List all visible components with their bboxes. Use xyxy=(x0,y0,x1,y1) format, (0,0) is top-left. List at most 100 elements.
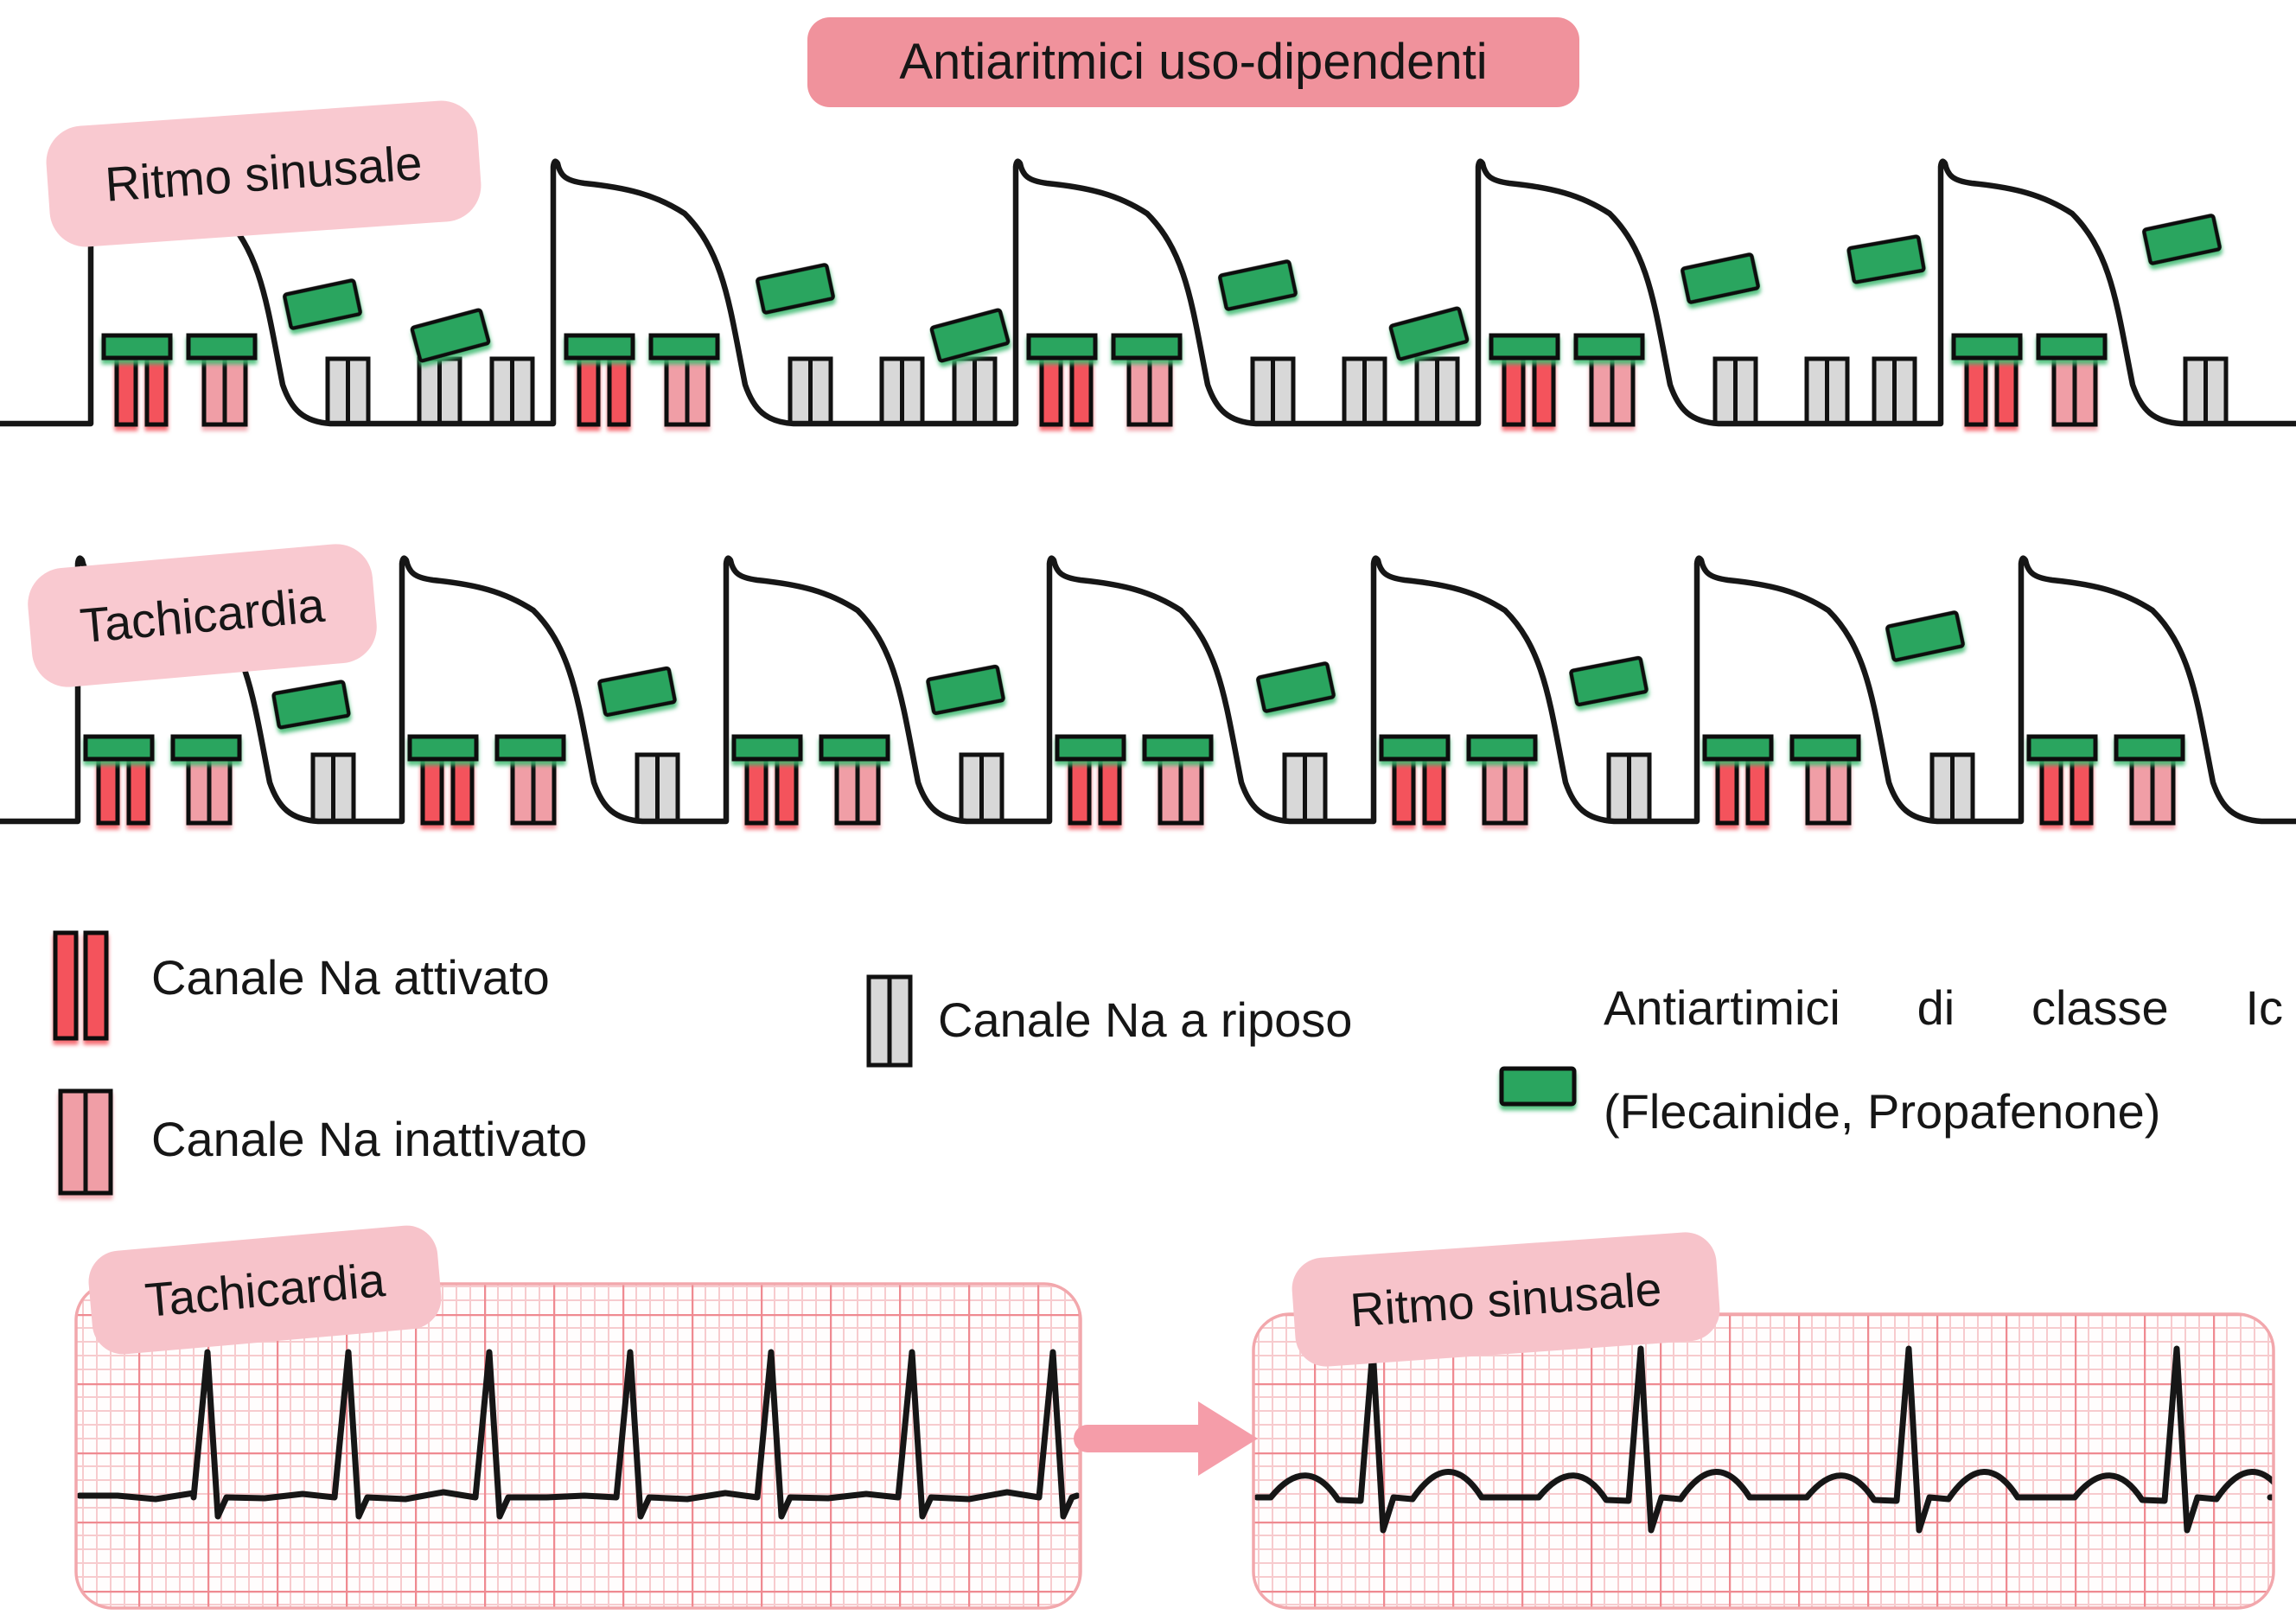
drug-block-cap-icon xyxy=(1379,734,1451,762)
na-channel-active-blocked xyxy=(1379,734,1451,826)
na-channel-resting-icon xyxy=(959,752,1004,824)
drug-block-cap-icon xyxy=(564,333,635,361)
drug-block-cap-icon xyxy=(2036,333,2108,361)
drug-block-cap-icon xyxy=(2114,734,2185,762)
na-channel-resting-icon xyxy=(1872,356,1917,426)
class-ic-drug-icon xyxy=(1218,259,1298,311)
class-ic-drug-icon xyxy=(756,263,835,315)
na-channel-inactive-blocked xyxy=(186,333,258,427)
na-channel-active-blocked xyxy=(564,333,635,427)
na-channel-resting-icon xyxy=(489,356,535,426)
na-channel-active-blocked xyxy=(2026,734,2098,826)
class-ic-drug-icon xyxy=(1681,252,1760,304)
class-ic-drug-icon xyxy=(1388,306,1470,361)
na-channel-resting-icon xyxy=(1282,752,1328,824)
na-channel-resting-icon xyxy=(310,752,356,824)
legend-label-class-ic-line2: (Flecainide, Propafenone) xyxy=(1604,1084,2161,1139)
class-ic-drug-icon xyxy=(1499,1066,1577,1107)
na-channel-resting-icon xyxy=(1342,356,1387,426)
class-ic-drug-icon xyxy=(597,666,677,718)
drug-block-cap-icon xyxy=(83,734,155,762)
ecg-trace-sinus xyxy=(1253,1345,2274,1534)
class-ic-drug-icon xyxy=(1256,661,1336,713)
ecg-grid-right xyxy=(1253,1314,2274,1608)
drug-block-cap-icon xyxy=(494,734,566,762)
sinus-rhythm-row-label: Ritmo sinusale xyxy=(103,135,424,212)
na-channel-resting-icon xyxy=(1414,356,1460,426)
drug-block-cap-icon xyxy=(407,734,479,762)
drug-block-cap-icon xyxy=(1111,333,1183,361)
na-channel-active-blocked xyxy=(1951,333,2023,427)
na-channel-inactive-blocked xyxy=(1573,333,1645,427)
na-channel-active-blocked xyxy=(1489,333,1560,427)
class-ic-drug-icon xyxy=(1846,234,1926,284)
ecg-grid-left xyxy=(76,1284,1081,1608)
na-channel-active-blocked xyxy=(1702,734,1774,826)
na-channel-active-blocked xyxy=(83,734,155,826)
drug-block-cap-icon xyxy=(819,734,890,762)
drug-block-cap-icon xyxy=(1055,734,1126,762)
drug-block-cap-icon xyxy=(1789,734,1861,762)
ecg-panel-border-right xyxy=(1252,1312,2275,1610)
na-channel-inactive-blocked xyxy=(170,734,242,826)
drug-block-cap-icon xyxy=(1951,333,2023,361)
class-ic-drug-icon xyxy=(929,308,1011,363)
na-channel-resting-icon xyxy=(635,752,680,824)
na-channel-inactive-icon xyxy=(58,1088,113,1196)
legend-label-na-resting: Canale Na a riposo xyxy=(938,992,1353,1047)
na-channel-resting-icon xyxy=(325,356,371,426)
na-channel-resting-icon xyxy=(866,974,913,1068)
na-channel-active-icon xyxy=(53,930,109,1041)
na-channel-resting-icon xyxy=(788,356,833,426)
na-channel-inactive-blocked xyxy=(1466,734,1538,826)
na-channel-resting-icon xyxy=(2183,356,2229,426)
class-ic-drug-icon xyxy=(2142,214,2222,265)
drug-block-cap-icon xyxy=(101,333,173,361)
na-channel-resting-icon xyxy=(879,356,925,426)
na-channel-inactive-blocked xyxy=(2036,333,2108,427)
na-channel-resting-icon xyxy=(1929,752,1975,824)
ecg-tachycardia-label: Tachicardia xyxy=(143,1252,387,1327)
drug-block-cap-icon xyxy=(731,734,803,762)
na-channel-inactive-blocked xyxy=(1789,734,1861,826)
na-channel-inactive-blocked xyxy=(819,734,890,826)
drug-block-cap-icon xyxy=(186,333,258,361)
drug-block-cap-icon xyxy=(1489,333,1560,361)
class-ic-drug-icon xyxy=(926,664,1005,716)
ap-trace-sinus-rhythm xyxy=(0,158,2296,427)
na-channel-inactive-blocked xyxy=(648,333,720,427)
legend-label-na-active: Canale Na attivato xyxy=(151,950,550,1005)
na-channel-active-blocked xyxy=(1026,333,1098,427)
ecg-sinus-label: Ritmo sinusale xyxy=(1348,1260,1664,1337)
class-ic-drug-icon xyxy=(271,680,351,730)
drug-block-cap-icon xyxy=(648,333,720,361)
na-channel-resting-icon xyxy=(1804,356,1850,426)
drug-block-cap-icon xyxy=(1702,734,1774,762)
na-channel-active-blocked xyxy=(1055,734,1126,826)
ap-trace-tachycardia xyxy=(0,555,2296,825)
tachycardia-row-label: Tachicardia xyxy=(78,577,327,654)
drug-block-cap-icon xyxy=(1573,333,1645,361)
na-channel-resting-icon xyxy=(1606,752,1652,824)
class-ic-drug-icon xyxy=(410,308,491,363)
na-channel-active-blocked xyxy=(731,734,803,826)
na-channel-active-blocked xyxy=(101,333,173,427)
na-channel-inactive-blocked xyxy=(1111,333,1183,427)
arrow-icon xyxy=(1198,1401,1258,1476)
drug-block-cap-icon xyxy=(1466,734,1538,762)
na-channel-resting-icon xyxy=(1712,356,1758,426)
page-title: Antiaritmici uso-dipendenti xyxy=(899,34,1488,90)
title-badge: Antiaritmici uso-dipendenti xyxy=(807,17,1579,107)
class-ic-drug-icon xyxy=(283,278,362,330)
na-channel-inactive-blocked xyxy=(494,734,566,826)
na-channel-resting-icon xyxy=(1250,356,1296,426)
drug-block-cap-icon xyxy=(1142,734,1214,762)
ecg-trace-tachycardia xyxy=(76,1349,1081,1520)
legend-label-na-inactive: Canale Na inattivato xyxy=(151,1112,588,1166)
drug-block-cap-icon xyxy=(170,734,242,762)
class-ic-drug-icon xyxy=(1569,655,1649,707)
class-ic-drug-icon xyxy=(1885,610,1965,662)
na-channel-resting-icon xyxy=(417,356,462,426)
na-channel-resting-icon xyxy=(952,356,998,426)
